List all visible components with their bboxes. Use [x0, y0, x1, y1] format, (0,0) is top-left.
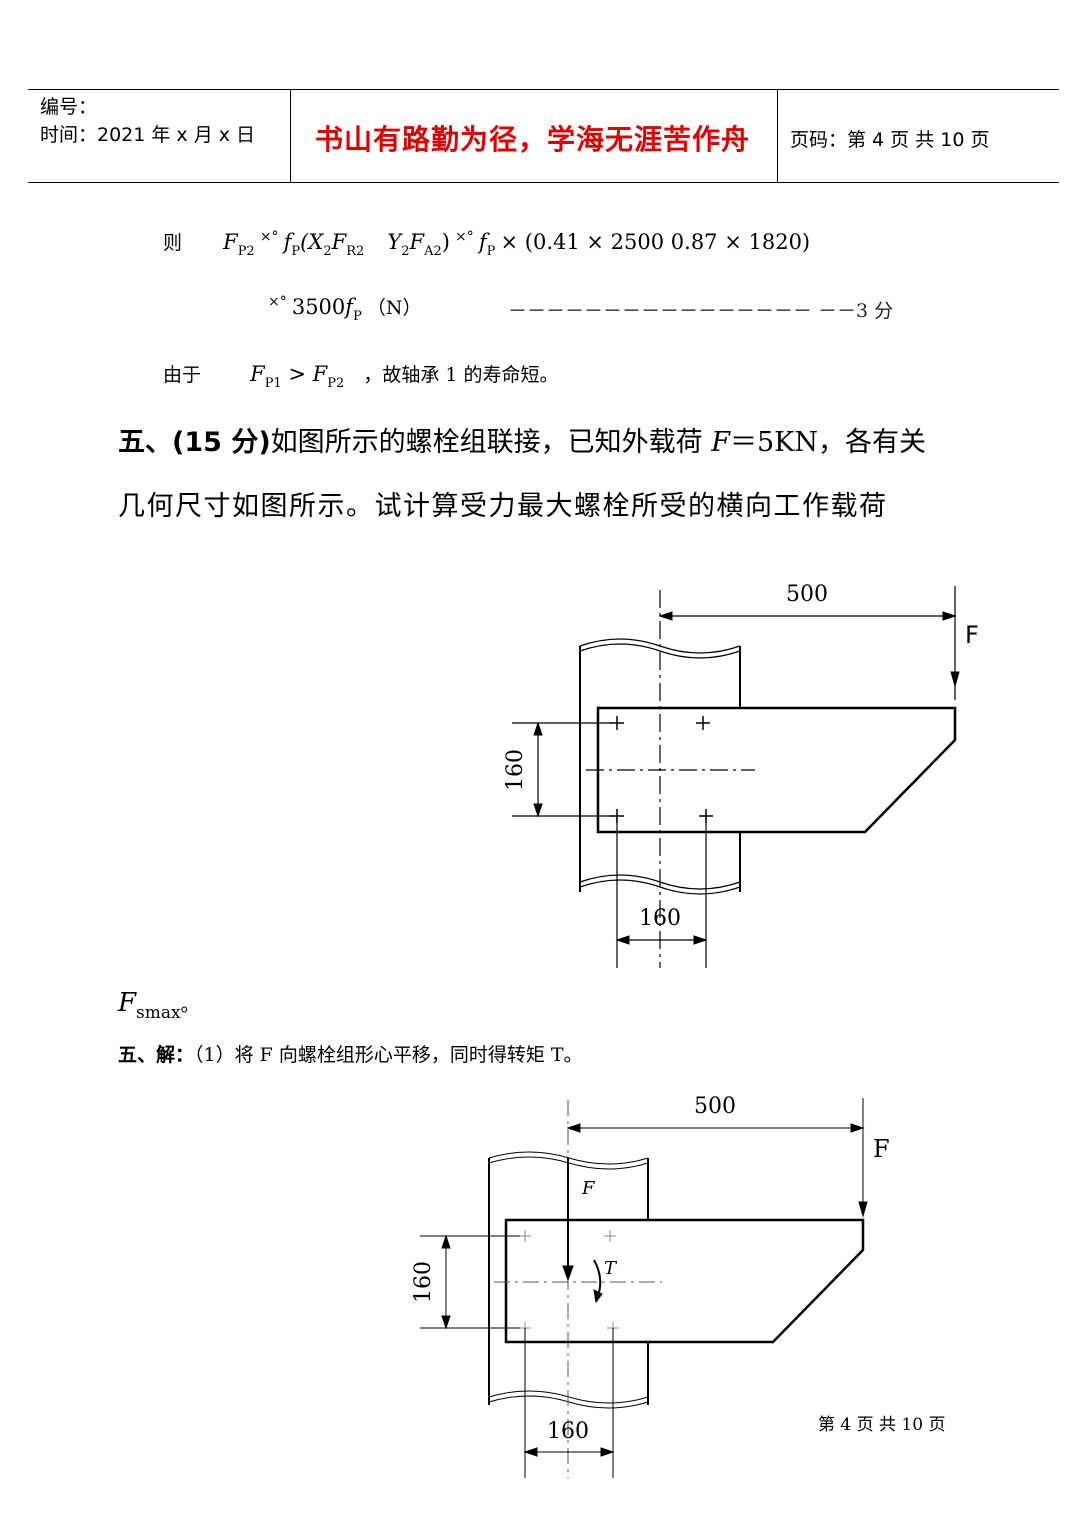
- formula-line-2: ×° 3500fP （N）: [268, 293, 422, 324]
- header-bottom-rule: [28, 182, 1059, 183]
- symbol-X: (X: [300, 230, 324, 254]
- symbol-f: f: [478, 230, 487, 254]
- subscript: P1: [264, 376, 282, 391]
- problem-result: Fsmax。: [118, 988, 200, 1023]
- fig1-dim-500: 500: [786, 582, 828, 607]
- formula-line-1: 则 FP2 ×° fP(X2FR2 Y2FA2) ×° fP × (0.41 ×…: [163, 228, 810, 259]
- subscript: P2: [327, 376, 345, 391]
- header-time-label: 时间：2021 年 x 月 x 日: [40, 124, 256, 146]
- formula-expression: × (0.41 × 2500 0.87 × 1820): [500, 230, 811, 254]
- punctuation: 。: [180, 994, 200, 1016]
- header-number-label: 编号：: [40, 96, 98, 118]
- symbol-f: f: [345, 295, 354, 319]
- fig2-shifted-force-label: F: [581, 1178, 596, 1199]
- fig2-dim-160-horizontal: 160: [547, 1419, 589, 1444]
- fig2-force-label: F: [873, 1135, 890, 1163]
- subscript: P2: [237, 244, 255, 259]
- symbol-F: F: [711, 427, 730, 458]
- symbol-F: F: [409, 230, 425, 254]
- symbol-paren: ): [441, 230, 450, 254]
- formula-unit: （N）: [366, 297, 422, 319]
- fig2-torque-label: T: [604, 1258, 618, 1279]
- formula-line-3: 由于 FP1 > FP2 ，故轴承 1 的寿命短。: [163, 360, 559, 391]
- problem-text: 如图所示的螺栓组联接，已知外载荷: [270, 427, 712, 458]
- subscript: P: [291, 244, 301, 259]
- formula-prefix: 则: [163, 232, 183, 254]
- fig2-dim-500: 500: [694, 1094, 736, 1119]
- footer-page-number: 第 4 页 共 10 页: [818, 1415, 946, 1435]
- symbol-F: F: [118, 988, 137, 1018]
- header-top-rule: [28, 89, 1059, 90]
- symbol-marks: ×°: [259, 229, 279, 245]
- fig1-dim-160-horizontal: 160: [639, 906, 681, 931]
- solution-text: （1）将 F 向螺栓组形心平移，同时得转矩 T。: [194, 1044, 583, 1066]
- fig1-dim-160-vertical: 160: [503, 749, 528, 791]
- fig1-force-label: F: [965, 621, 979, 649]
- solution-heading: 五、解：: [118, 1044, 195, 1066]
- solution-line: 五、解：（1）将 F 向螺栓组形心平移，同时得转矩 T。: [118, 1040, 583, 1067]
- symbol-F: F: [250, 362, 265, 386]
- symbol-Y: Y: [387, 230, 402, 254]
- symbol-marks: ×°: [455, 229, 474, 245]
- symbol-F: F: [331, 230, 347, 254]
- subscript: A2: [424, 244, 442, 259]
- subscript: P: [486, 244, 496, 259]
- subscript: smax: [136, 1003, 181, 1023]
- header-divider-left: [290, 89, 291, 183]
- problem-heading: 五、(15 分): [118, 427, 271, 458]
- subscript: 2: [401, 244, 410, 259]
- header-motto: 书山有路勤为径，学海无涯苦作舟: [315, 123, 751, 156]
- formula-prefix: 由于: [163, 364, 202, 386]
- formula-value: 3500: [291, 295, 346, 319]
- subscript: 2: [323, 244, 332, 259]
- subscript: R2: [346, 244, 365, 259]
- symbol-F: F: [223, 230, 238, 254]
- fig2-dim-160-vertical: 160: [411, 1261, 436, 1303]
- symbol-marks: ×°: [268, 294, 287, 310]
- score-line: －－－－－－－－－－－－－－－－ －－3 分: [508, 300, 894, 322]
- problem-line-2: 几何尺寸如图所示。试计算受力最大螺栓所受的横向工作载荷: [118, 491, 888, 522]
- symbol-f: f: [283, 230, 292, 254]
- problem-text: ＝5KN，各有关: [729, 427, 926, 458]
- problem-line-1: 五、(15 分)如图所示的螺栓组联接，已知外载荷 F＝5KN，各有关: [118, 420, 926, 459]
- formula-conclusion: ，故轴承 1 的寿命短。: [363, 364, 559, 386]
- header-divider-right: [777, 89, 778, 183]
- symbol-gt: >: [281, 362, 313, 386]
- subscript: P: [353, 309, 362, 324]
- header-page-info: 页码：第 4 页 共 10 页: [790, 129, 990, 151]
- symbol-F: F: [312, 362, 328, 386]
